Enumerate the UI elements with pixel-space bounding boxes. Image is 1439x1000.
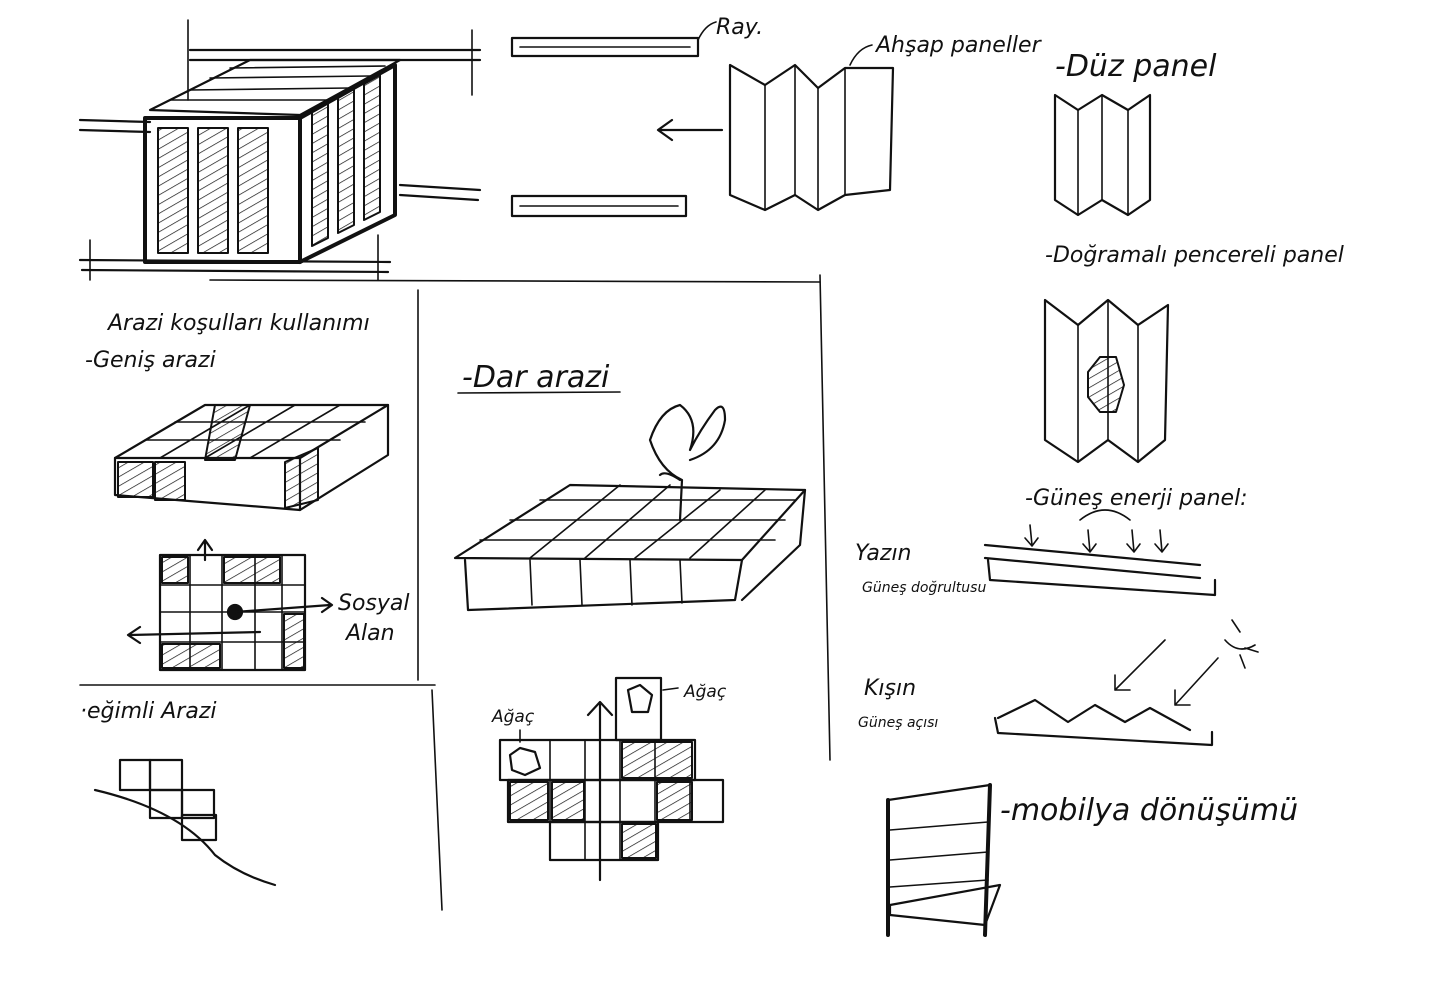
mobilya-label: -mobilya dönüşümü: [1000, 793, 1298, 828]
sosyal-label: Sosyal: [338, 591, 410, 616]
egimli-arazi-label: ·eğimli Arazi: [80, 699, 217, 724]
windowed-panel-sketch: [1043, 298, 1170, 464]
gunes-dogrultusu-label: Güneş doğrultusu: [862, 580, 986, 596]
narrow-land-perspective-sketch: [453, 403, 807, 612]
gunes-enerji-label: -Güneş enerji panel:: [1025, 486, 1248, 511]
agac-2-label: Ağaç: [683, 682, 727, 702]
sloped-land-section-sketch: [93, 758, 277, 887]
rail-bottom: [510, 194, 688, 218]
narrow-land-plan-grid: [498, 676, 725, 882]
section-dividers: [79, 274, 831, 911]
wooden-folding-panels-sketch: [656, 44, 895, 212]
winter-solar-panel-sketch: [993, 619, 1259, 747]
module-perspective-sketch: [78, 19, 482, 281]
agac-1-label: Ağaç: [491, 707, 535, 727]
kisin-label: Kışın: [864, 676, 916, 701]
ray-label: Ray.: [716, 15, 763, 40]
dogramali-panel-label: -Doğramalı pencereli panel: [1045, 243, 1344, 268]
wide-land-plan-grid: [126, 538, 334, 672]
alan-label: Alan: [344, 621, 395, 646]
flat-panel-sketch: [1053, 93, 1152, 217]
genis-arazi-label: -Geniş arazi: [85, 348, 216, 373]
gunes-acisi-label: Güneş açısı: [858, 715, 938, 731]
dar-arazi-underline: [457, 391, 621, 394]
rail-top: [510, 21, 717, 58]
ahsap-paneller-label: Ahşap paneller: [874, 33, 1043, 58]
arazi-kosullari-label: Arazi koşulları kullanımı: [106, 311, 370, 336]
furniture-transformation-sketch: [886, 783, 1002, 937]
yazin-label: Yazın: [855, 541, 912, 566]
dar-arazi-label: -Dar arazi: [462, 360, 610, 395]
wide-land-perspective-sketch: [113, 403, 390, 512]
summer-solar-panel-sketch: [983, 509, 1217, 597]
duz-panel-label: -Düz panel: [1055, 49, 1217, 84]
